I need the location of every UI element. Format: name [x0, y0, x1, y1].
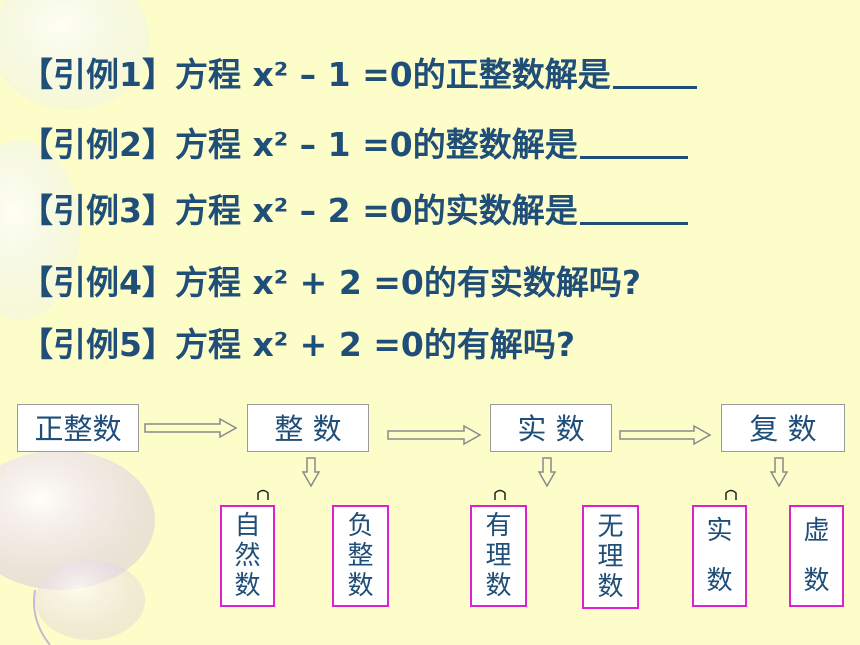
node-positive-integer: 正整数 [17, 404, 139, 452]
subset-negative-integers: 负整数 [332, 505, 389, 607]
node-integer: 整 数 [247, 404, 369, 452]
subset-char: 实 [706, 516, 733, 546]
answer-blank [612, 50, 697, 89]
subset-char: 自 [234, 511, 261, 541]
bracket-mark-2 [494, 489, 506, 500]
arrow-right-3 [619, 424, 712, 446]
arrow-right-2 [387, 424, 482, 446]
node-complex: 复 数 [721, 404, 845, 452]
subset-char: 数 [485, 571, 512, 601]
subset-char: 负 [347, 511, 374, 541]
subset-char: 数 [347, 571, 374, 601]
example-label: 【引例4】 [20, 263, 175, 302]
subset-rational-numbers: 有理数 [470, 505, 527, 607]
example-text: 方程 x² – 1 =0的正整数解是 [174, 55, 611, 94]
example-1: 【引例1】方程 x² – 1 =0的正整数解是 [20, 50, 697, 100]
subset-char: 整 [347, 541, 374, 571]
subset-char: 理 [597, 542, 624, 572]
bracket-mark-3 [725, 489, 737, 500]
example-2: 【引例2】方程 x² – 1 =0的整数解是 [20, 120, 688, 170]
answer-blank [579, 186, 688, 225]
example-label: 【引例1】 [20, 55, 175, 94]
example-label: 【引例3】 [20, 191, 175, 230]
example-label: 【引例2】 [20, 125, 175, 164]
example-text: 方程 x² – 1 =0的整数解是 [174, 125, 578, 164]
subset-char: 然 [234, 541, 261, 571]
bracket-mark-1 [257, 489, 269, 500]
subset-char: 数 [597, 572, 624, 602]
subset-real-numbers: 实数 [692, 505, 747, 607]
arrow-right-1 [144, 417, 238, 439]
arrow-down-1 [301, 457, 321, 488]
subset-char: 数 [706, 566, 733, 596]
subset-char: 理 [485, 541, 512, 571]
subset-natural-numbers: 自然数 [220, 505, 275, 607]
arrow-down-3 [769, 457, 789, 488]
node-real: 实 数 [490, 404, 612, 452]
subset-char: 数 [803, 566, 830, 596]
arrow-down-2 [537, 457, 557, 488]
example-label: 【引例5】 [20, 325, 175, 364]
subset-char: 无 [597, 512, 624, 542]
example-5: 【引例5】方程 x² + 2 =0的有解吗? [20, 320, 575, 370]
example-text: 方程 x² – 2 =0的实数解是 [174, 191, 578, 230]
example-text: 方程 x² + 2 =0的有解吗? [174, 325, 576, 364]
subset-imaginary-numbers: 虚数 [789, 505, 844, 607]
answer-blank [579, 120, 688, 159]
example-4: 【引例4】方程 x² + 2 =0的有实数解吗? [20, 258, 641, 308]
example-text: 方程 x² + 2 =0的有实数解吗? [174, 263, 642, 302]
subset-char: 数 [234, 571, 261, 601]
subset-char: 有 [485, 511, 512, 541]
example-3: 【引例3】方程 x² – 2 =0的实数解是 [20, 186, 688, 236]
subset-irrational-numbers: 无理数 [582, 505, 639, 609]
subset-char: 虚 [803, 516, 830, 546]
